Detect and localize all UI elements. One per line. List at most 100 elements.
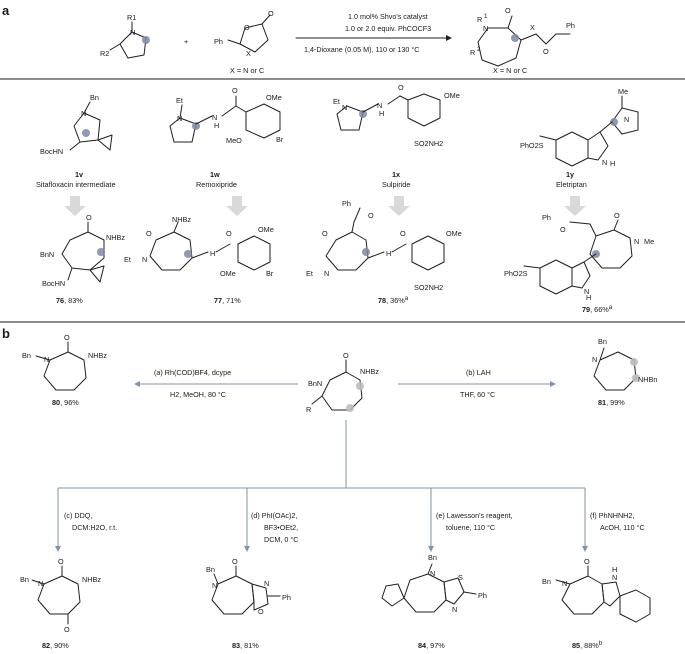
- svg-text:Br: Br: [266, 269, 274, 278]
- svg-text:H: H: [386, 249, 391, 258]
- svg-text:OMe: OMe: [446, 229, 462, 238]
- svg-text:O: O: [343, 351, 349, 360]
- svg-text:N: N: [177, 114, 182, 123]
- svg-text:N: N: [142, 255, 147, 264]
- cond-d-line2: BF3•OEt2,: [264, 523, 298, 532]
- substrate-1w-name: Remoxipride: [196, 180, 237, 189]
- substrate-1x-id: 1x: [392, 170, 400, 179]
- substrate-x-note: X = N or C: [230, 66, 264, 75]
- substrate-1w: Et N N H O OMe MeO Br 1w Remoxipride: [169, 86, 284, 189]
- substrate-1y-name: Eletriptan: [556, 180, 587, 189]
- carbonyl-o-label: O: [268, 9, 274, 18]
- svg-text:O: O: [58, 557, 64, 566]
- svg-text:1: 1: [484, 13, 488, 20]
- svg-text:H: H: [379, 109, 384, 118]
- svg-text:S: S: [458, 573, 463, 582]
- svg-text:N: N: [81, 109, 86, 118]
- svg-text:H: H: [612, 565, 617, 574]
- svg-text:R: R: [477, 15, 482, 24]
- svg-text:NHBz: NHBz: [88, 351, 107, 360]
- cond-f-line1: (f) PhNHNH2,: [590, 511, 634, 520]
- svg-text:Ph: Ph: [542, 213, 551, 222]
- svg-text:NHBn: NHBn: [638, 375, 657, 384]
- svg-text:O: O: [86, 213, 92, 222]
- product-83-label: 83, 81%: [232, 641, 259, 650]
- product-76-label: 76, 83%: [56, 296, 83, 305]
- ph-label: Ph: [214, 37, 223, 46]
- substrate-1w-id: 1w: [210, 170, 220, 179]
- svg-text:SO2NH2: SO2NH2: [414, 283, 443, 292]
- substrate-1v: Bn N BocHN 1v Sitafloxacin intermediate: [36, 93, 116, 189]
- svg-text:O: O: [258, 607, 264, 616]
- branch-arrows: [55, 420, 588, 552]
- product-77-label: 77, 71%: [214, 296, 241, 305]
- substrate-1x: Et N N H O OMe SO2NH2 1x Sulpiride: [333, 83, 460, 189]
- svg-text:BnN: BnN: [40, 250, 54, 259]
- svg-text:OMe: OMe: [258, 225, 274, 234]
- general-reagent-azlactone: Ph X O O X = N or C: [214, 9, 274, 75]
- svg-text:H: H: [610, 159, 615, 168]
- svg-text:BocHN: BocHN: [42, 279, 65, 288]
- product-78: Ph O O Et N H O OMe SO2NH2 78, 36%a: [306, 199, 462, 305]
- svg-text:H: H: [210, 249, 215, 258]
- svg-text:N: N: [38, 579, 43, 588]
- svg-text:Br: Br: [276, 135, 284, 144]
- svg-text:N: N: [624, 115, 629, 124]
- svg-text:H: H: [214, 121, 219, 130]
- svg-text:NHBz: NHBz: [82, 575, 101, 584]
- cond-f-line2: AcOH, 110 °C: [600, 523, 645, 532]
- center-starting-material: O BnN NHBz R: [306, 351, 379, 414]
- svg-text:BnN: BnN: [308, 379, 322, 388]
- svg-text:Ph: Ph: [566, 21, 575, 30]
- product-84: Bn N S N Ph 84, 97%: [381, 553, 487, 650]
- product-76: O NHBz BnN BocHN 76, 83%: [40, 213, 125, 305]
- svg-text:N: N: [324, 269, 329, 278]
- svg-text:O: O: [322, 229, 328, 238]
- cond-a-line1: (a) Rh(COD)BF4, dcype: [154, 368, 231, 377]
- svg-text:O: O: [368, 211, 374, 220]
- r1-label: R1: [127, 13, 136, 22]
- product-85: O Bn N N H 85, 88%b: [542, 557, 651, 650]
- svg-text:O: O: [543, 47, 549, 56]
- product-81-label: 81, 99%: [598, 398, 625, 407]
- condition-line-2: 1.0 or 2.0 equiv. PhCOCF3: [345, 24, 431, 33]
- product-79: Ph O O N Me PhO2S N H 79, 66%a: [504, 211, 654, 314]
- product-80-label: 80, 96%: [52, 398, 79, 407]
- svg-text:O: O: [584, 557, 590, 566]
- svg-text:O: O: [226, 229, 232, 238]
- svg-text:PhO2S: PhO2S: [520, 141, 544, 150]
- product-x-note: X = N or C: [493, 66, 527, 75]
- svg-text:Me: Me: [618, 87, 628, 96]
- condition-line-3: 1,4-Dioxane (0.05 M), 110 or 130 °C: [304, 45, 419, 54]
- svg-text:N: N: [483, 24, 488, 33]
- svg-text:Et: Et: [124, 255, 131, 264]
- svg-text:N: N: [212, 581, 217, 590]
- svg-text:Bn: Bn: [428, 553, 437, 562]
- svg-text:OMe: OMe: [220, 269, 236, 278]
- svg-text:Ph: Ph: [478, 591, 487, 600]
- panel-b-label: b: [2, 326, 10, 341]
- svg-text:OMe: OMe: [266, 93, 282, 102]
- svg-text:Bn: Bn: [20, 575, 29, 584]
- substrate-1y-id: 1y: [566, 170, 575, 179]
- svg-text:2: 2: [477, 46, 481, 53]
- svg-text:N: N: [212, 113, 217, 122]
- general-substrate-pyrrolidine: R1 N R2: [100, 13, 150, 59]
- cond-b-line1: (b) LAH: [466, 368, 491, 377]
- product-84-label: 84, 97%: [418, 641, 445, 650]
- svg-text:N: N: [44, 355, 49, 364]
- condition-line-1: 1.0 mol% Shvo's catalyst: [348, 12, 428, 21]
- svg-text:N: N: [634, 237, 639, 246]
- svg-text:O: O: [400, 229, 406, 238]
- svg-text:R: R: [306, 405, 311, 414]
- gray-arrows-panel-a: [64, 196, 586, 216]
- svg-text:Ph: Ph: [342, 199, 351, 208]
- svg-text:O: O: [398, 83, 404, 92]
- cond-d-line3: DCM, 0 °C: [264, 535, 298, 544]
- svg-text:N: N: [584, 287, 589, 296]
- svg-text:OMe: OMe: [444, 91, 460, 100]
- svg-text:O: O: [560, 225, 566, 234]
- cond-e-line2: toluene, 110 °C: [446, 523, 495, 532]
